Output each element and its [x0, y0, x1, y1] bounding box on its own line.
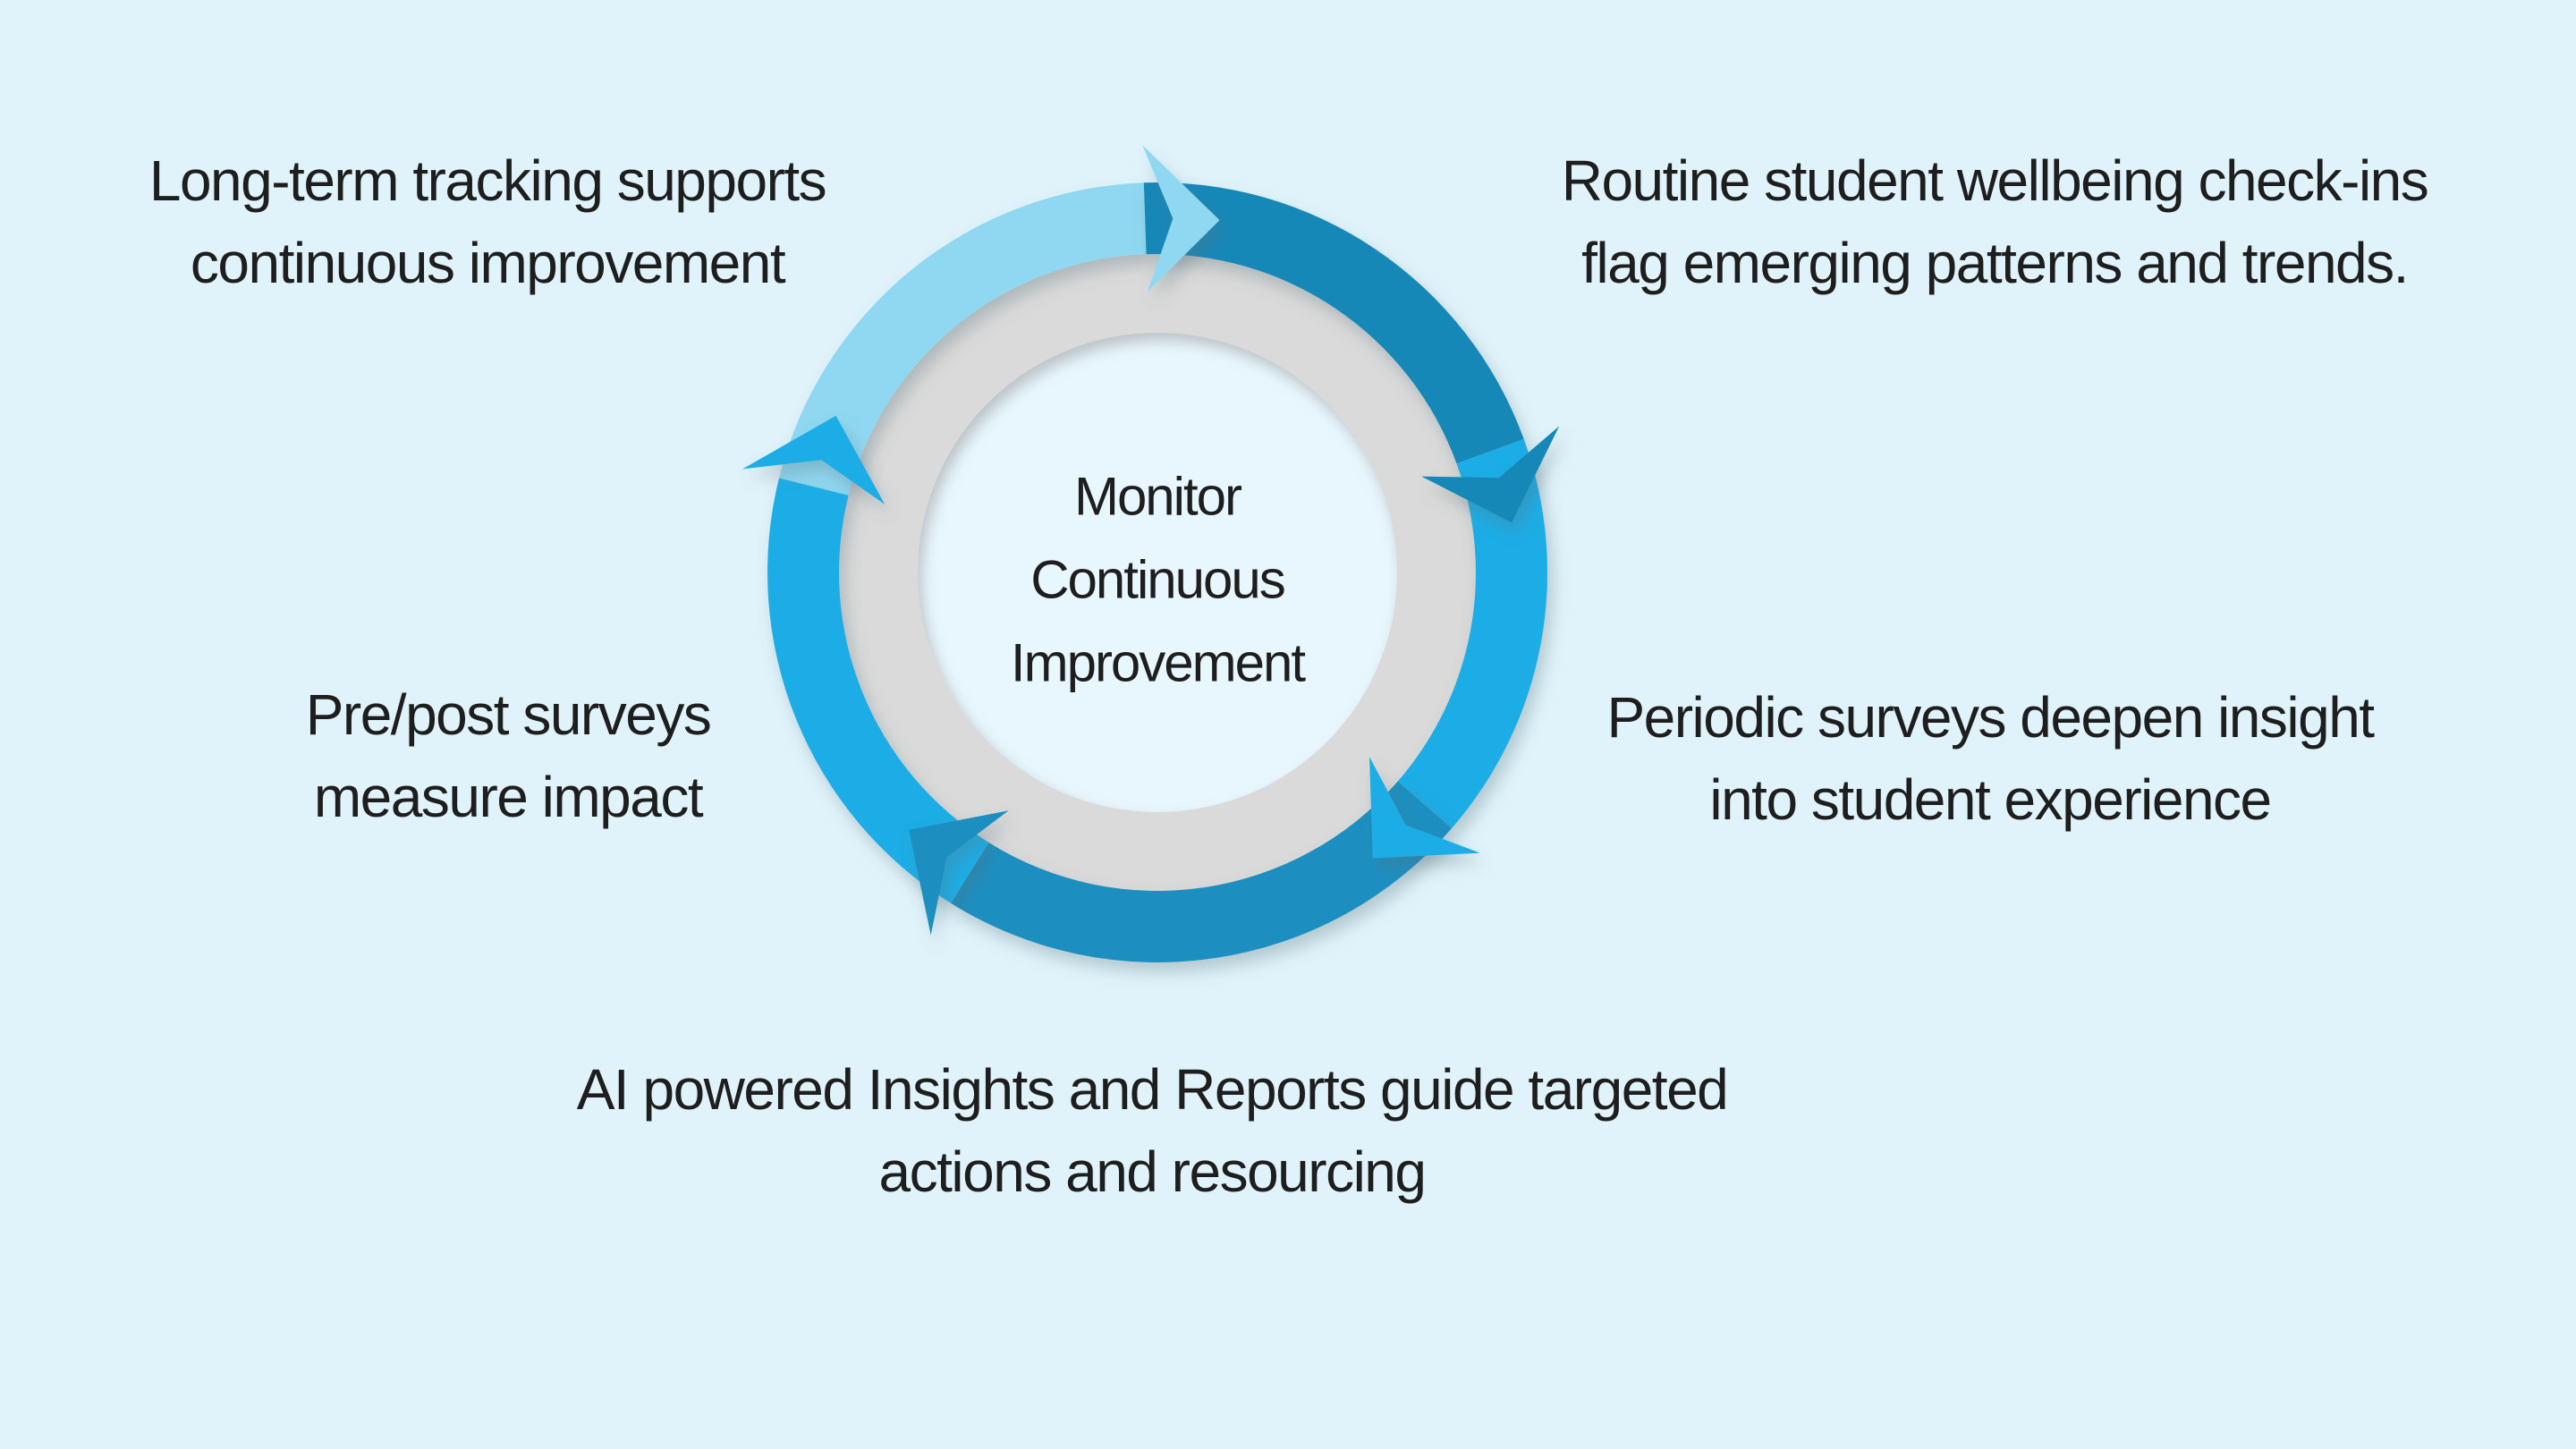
cycle-inner-circle [889, 304, 1426, 841]
label-line: Pre/post surveys [305, 682, 712, 747]
cycle-segment-right-lower-arc [1397, 438, 1547, 828]
label-line: into student experience [1709, 767, 2272, 832]
label-long-term-tracking: Long-term tracking supports continuous i… [148, 140, 827, 304]
label-ai-insights: AI powered Insights and Reports guide ta… [576, 1048, 1729, 1213]
cycle-arrowhead-right-upper-arc [1421, 426, 1560, 523]
center-label-line: Monitor [1073, 466, 1242, 527]
cycle-arrows [742, 145, 1560, 962]
cycle-segment-left-arc [767, 478, 989, 903]
cycle-arrowhead-top-arc [1142, 145, 1220, 292]
cycle-ring [839, 254, 1476, 891]
cycle-arrowhead-left-arc [742, 415, 886, 504]
label-line: flag emerging patterns and trends. [1581, 231, 2409, 295]
label-line: Routine student wellbeing check-ins [1561, 148, 2429, 213]
cycle-segment-top-arc [779, 182, 1147, 496]
label-line: AI powered Insights and Reports guide ta… [576, 1057, 1729, 1122]
label-line: Periodic surveys deepen insight [1606, 685, 2375, 750]
label-routine-checkins: Routine student wellbeing check-ins flag… [1561, 140, 2429, 304]
cycle-segment-bottom-arc [951, 781, 1453, 962]
label-line: measure impact [313, 765, 704, 829]
center-label-line: Continuous [1030, 549, 1286, 610]
label-periodic-surveys: Periodic surveys deepen insight into stu… [1606, 676, 2375, 841]
label-pre-post-surveys: Pre/post surveys measure impact [305, 674, 712, 838]
cycle-segment-right-upper-arc [1143, 182, 1524, 464]
center-label-line: Improvement [1010, 632, 1306, 693]
cycle-arrowhead-bottom-arc [909, 810, 1009, 936]
label-line: continuous improvement [190, 231, 786, 295]
cycle-center-label: Monitor Continuous Improvement [1010, 455, 1306, 705]
label-line: Long-term tracking supports [148, 148, 827, 213]
cycle-arrowhead-right-lower-arc [1369, 757, 1480, 859]
label-line: actions and resourcing [878, 1140, 1427, 1204]
